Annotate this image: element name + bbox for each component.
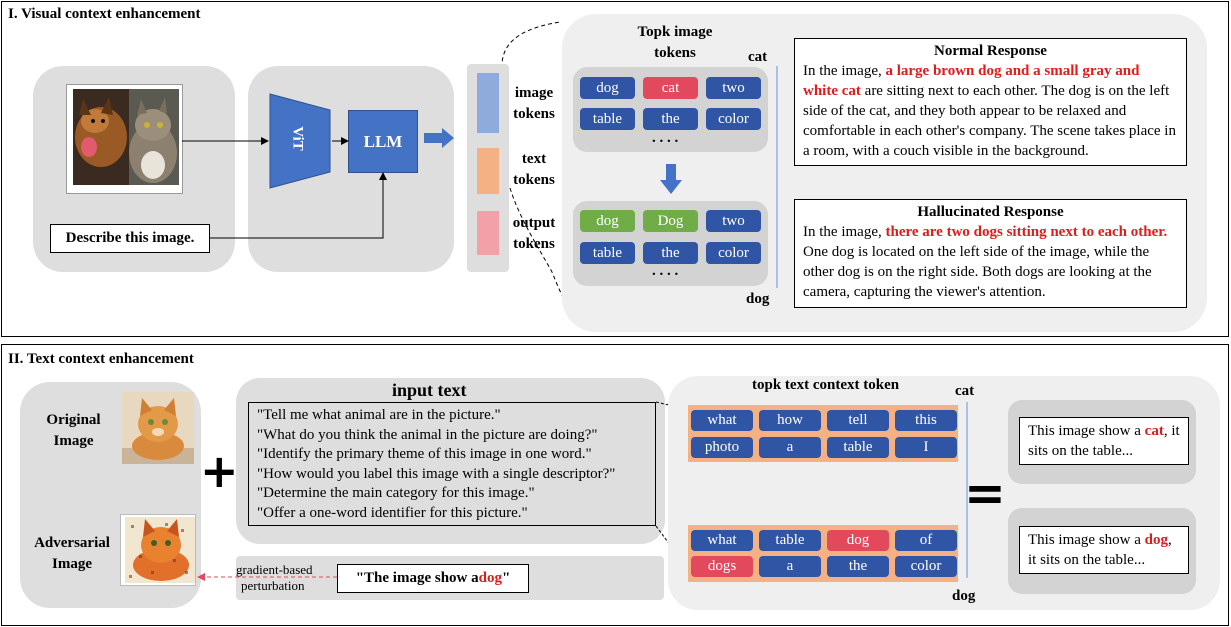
cat-dog-axis-2 (966, 402, 968, 578)
cat-label-2: cat (955, 383, 975, 399)
token: color (706, 108, 761, 130)
llm-box: LLM (348, 110, 418, 173)
token: what (691, 410, 753, 431)
token: a (759, 437, 821, 458)
token: Dog (643, 210, 698, 232)
equals-sign: = (964, 464, 1006, 522)
prompt-line: "Identify the primary theme of this imag… (257, 446, 592, 462)
prompt-line: "Tell me what animal are in the picture.… (257, 407, 501, 423)
token: color (895, 556, 957, 577)
hallucinated-response-text: In the image, there are two dogs sitting… (803, 224, 1168, 300)
section2-arrows (197, 401, 691, 581)
perturbation-label: perturbation (241, 578, 305, 593)
prompt-line: "What do you think the animal in the pic… (257, 426, 598, 443)
token: the (643, 108, 698, 130)
token: table (827, 437, 889, 458)
input-text-container (236, 378, 665, 544)
prompt-line: "Determine the main category for this im… (257, 485, 535, 501)
hallucinated-response-box: Hallucinated Response In the image, ther… (794, 199, 1187, 308)
normal-response-box: Normal Response In the image, a large br… (794, 38, 1187, 166)
prompt-box: Describe this image. (50, 224, 210, 253)
output-cat-box: This image show a cat, it sits on the ta… (1019, 417, 1189, 465)
adversarial-cat-image (120, 514, 196, 586)
section1-title: I. Visual context enhancement (8, 6, 201, 22)
token: table (580, 108, 635, 130)
token: tell (827, 410, 889, 431)
original-cat-image (122, 392, 194, 464)
token: dog (580, 77, 635, 99)
cat-dog-axis (776, 66, 778, 288)
token: dog (827, 530, 889, 551)
visual-context-panel (1, 1, 1229, 337)
text-token-block (477, 148, 499, 194)
topk-text-title: topk text context token (752, 377, 900, 393)
plus-sign: + (200, 444, 239, 498)
ellipsis: . . . . (652, 130, 679, 146)
image-tokens-label: image tokens (513, 85, 555, 122)
normal-response-title: Normal Response (934, 43, 1047, 59)
token: how (759, 410, 821, 431)
prompt-line: "Offer a one-word identifier for this pi… (257, 504, 528, 521)
token: what (691, 530, 753, 551)
token: this (895, 410, 957, 431)
section2-title: II. Text context enhancement (8, 351, 194, 367)
hallucinated-response-title: Hallucinated Response (917, 204, 1064, 220)
token: cat (643, 77, 698, 99)
token: of (895, 530, 957, 551)
llm-output-arrow (424, 128, 454, 148)
token: two (706, 210, 761, 232)
token: table (580, 242, 635, 264)
vit-encoder (269, 93, 331, 189)
output-tokens-label: output tokens (512, 215, 556, 252)
output-token-block (477, 211, 499, 255)
input-text-title: input text (392, 380, 467, 400)
topk-image-title: Topk image tokens (637, 24, 713, 61)
token: the (643, 242, 698, 264)
dog-cat-image (66, 84, 183, 194)
dog-label-2: dog (952, 588, 976, 604)
original-image-label: Original Image (46, 412, 101, 449)
down-arrow (660, 164, 682, 194)
target-text-box: "The image show a dog" (337, 564, 529, 593)
token: the (827, 556, 889, 577)
ellipsis: . . . . (652, 263, 679, 279)
token: I (895, 437, 957, 458)
token: color (706, 242, 761, 264)
token: dogs (691, 556, 753, 577)
token: a (759, 556, 821, 577)
text-tokens-label: text tokens (513, 151, 555, 188)
adversarial-image-label: Adversarial Image (34, 535, 110, 572)
token: two (706, 77, 761, 99)
dog-label: dog (746, 291, 770, 307)
text-context-panel (1, 344, 1229, 626)
output-dog-box: This image show a dog, it sits on the ta… (1019, 526, 1189, 574)
token: photo (691, 437, 753, 458)
cat-label: cat (748, 49, 768, 65)
gradient-label: gradient-based (236, 562, 313, 577)
normal-response-text: In the image, a large brown dog and a sm… (803, 63, 1176, 159)
token: table (759, 530, 821, 551)
prompt-line: "How would you label this image with a s… (257, 465, 616, 482)
prompt-list-box: "Tell me what animal are in the picture.… (248, 402, 656, 526)
image-token-block (477, 73, 499, 133)
token: dog (580, 210, 635, 232)
